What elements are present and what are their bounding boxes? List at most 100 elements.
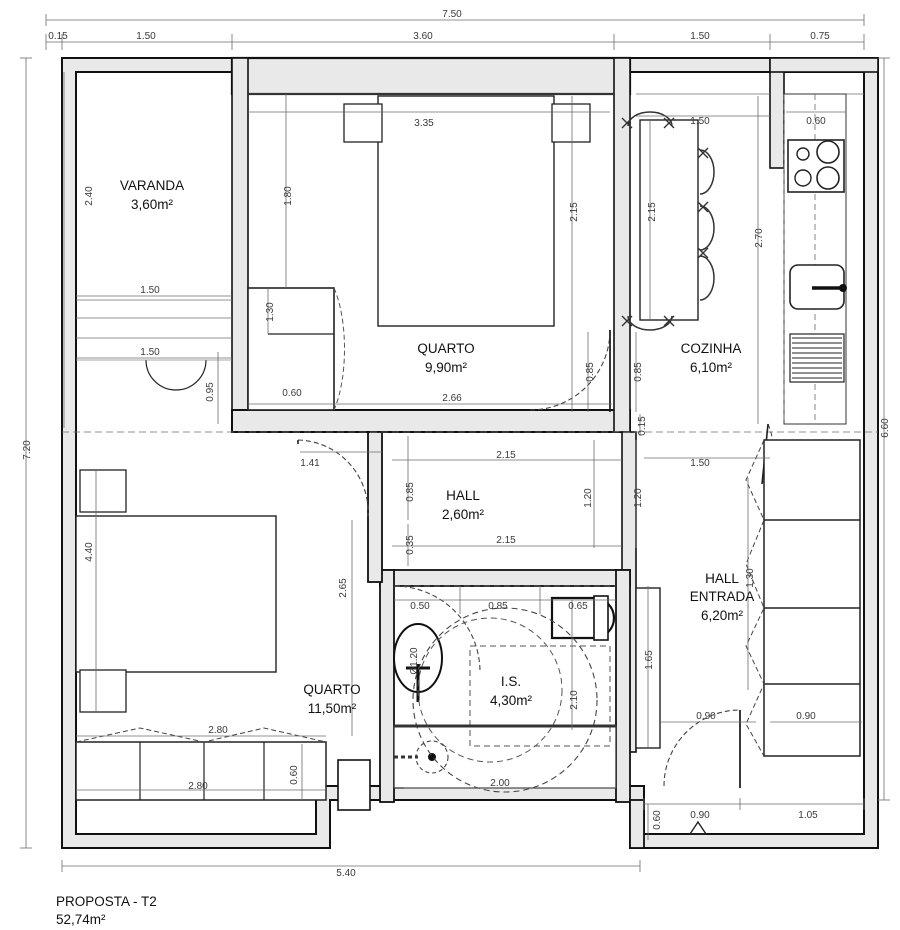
wall-is-right (615, 569, 631, 803)
room-area-hall-entrada: 6,20m² (701, 608, 744, 623)
dim-hall-left-v2: 0.35 (405, 535, 416, 555)
dim-cozinha-depth: 2.70 (754, 228, 765, 248)
varanda-door-swing (145, 359, 207, 391)
dim-varanda-win-top: 1.50 (140, 285, 160, 296)
dim-quarto-closet-h: 0.60 (282, 388, 302, 399)
chair-mark-a (621, 117, 633, 129)
dim-bottom-1: 0.60 (652, 810, 663, 830)
wall-is-top (379, 569, 631, 587)
dim-quarto-left-v: 4.40 (84, 542, 95, 562)
quarto-left-furniture (75, 439, 369, 801)
bed-double (377, 95, 555, 327)
wall-is-left (379, 569, 395, 803)
dim-top-2: 1.50 (136, 31, 156, 42)
chair-mark-c (621, 315, 633, 327)
room-area-quarto-top: 9,90m² (425, 360, 468, 375)
nightstand-left (343, 103, 383, 143)
dim-is-w1: 0.50 (410, 601, 430, 612)
chair-4 (699, 205, 715, 251)
room-area-varanda: 3,60m² (131, 197, 174, 212)
dim-quarto-door: 0.85 (585, 362, 596, 382)
nightstand-left-b (79, 669, 127, 713)
dim-quarto-right-v: 2.15 (569, 202, 580, 222)
varanda-furniture (76, 359, 232, 391)
dim-cozinha-stove: 0.60 (806, 116, 826, 127)
chair-mark-f (697, 201, 709, 213)
quarto-top-door-swing (529, 329, 611, 411)
dim-cozinha-small: 0.15 (637, 416, 648, 436)
chair-5 (699, 255, 715, 301)
dim-entrada-top: 1.50 (690, 458, 710, 469)
chair-3 (699, 149, 715, 195)
dim-varanda-w: 2.40 (84, 186, 95, 206)
dim-overall-top: 7.50 (442, 9, 462, 20)
cozinha-furniture (621, 93, 847, 485)
dim-is-bottom: 2.00 (490, 778, 510, 789)
room-label-varanda: VARANDA (120, 178, 184, 193)
wall-stub-bottom (337, 759, 371, 811)
dim-top-5: 0.75 (810, 31, 830, 42)
room-label-cozinha: COZINHA (681, 341, 742, 356)
dim-varanda-door: 0.95 (205, 382, 216, 402)
wall-cozinha-left (613, 57, 631, 433)
sink-tap (839, 284, 847, 292)
dim-entrada-door: 0.90 (696, 711, 716, 722)
wall-entrance-step (629, 799, 645, 849)
dim-overall-left: 7.20 (22, 440, 33, 460)
triangle-entrance-marker (688, 820, 708, 835)
bed-double-left (75, 515, 277, 673)
entrance-door-swing (663, 709, 741, 787)
dimension-lines (20, 14, 890, 872)
walls-group (61, 56, 879, 849)
dim-overall-right: 6.60 (880, 418, 891, 438)
hall-entrada-furniture (635, 439, 861, 788)
dim-hall-bot: 2.15 (496, 535, 516, 546)
dim-quarto-left-closet-top: 2.80 (208, 725, 228, 736)
chair-mark-e (697, 147, 709, 159)
dimension-labels: 7.50 0.15 1.50 3.60 1.50 0.75 7.20 6.60 … (22, 9, 891, 879)
chair-mark-d (663, 315, 675, 327)
dim-hall-left-v: 0.85 (405, 482, 416, 502)
burner-small-1 (796, 147, 810, 161)
room-label-hall: HALL (446, 488, 480, 503)
dim-cozinha-door: 0.85 (633, 362, 644, 382)
burner-large-2 (816, 166, 840, 190)
toilet-cistern (593, 595, 609, 641)
dim-is-w3: 0.65 (568, 601, 588, 612)
dim-quarto-left-door: 1.41 (300, 458, 320, 469)
dim-hall-right-v2: 1.20 (633, 488, 644, 508)
room-area-hall: 2,60m² (442, 507, 485, 522)
wardrobe-door-fold (75, 727, 327, 743)
wall-cozinha-right (769, 57, 785, 169)
room-label-quarto-left: QUARTO (303, 682, 360, 697)
wardrobe-fold-lines (745, 439, 765, 757)
wall-quarto-left-right (367, 431, 383, 583)
dim-hall-right-v: 1.20 (583, 488, 594, 508)
dim-quarto-left-v: 1.80 (283, 186, 294, 206)
plan-title-line2: 52,74m² (56, 912, 106, 927)
closet-door-swing (333, 287, 345, 411)
room-label-is: I.S. (501, 674, 521, 689)
quarto-top-closet (247, 287, 335, 411)
dim-is-w2: 0.85 (488, 601, 508, 612)
dim-quarto-left-closet-d: 0.60 (289, 765, 300, 785)
quarto-left-door-swing (297, 439, 369, 517)
dim-bottom-3: 1.05 (798, 810, 818, 821)
dim-entrada-closet-v: 1.65 (644, 650, 655, 670)
room-area-is: 4,30m² (490, 693, 533, 708)
wall-right-top (769, 57, 879, 73)
is-door-swing (393, 585, 481, 673)
dim-is-right-v: 2.10 (569, 690, 580, 710)
dim-entrada-wardrobe-v: 1.30 (745, 568, 756, 588)
burner-small-2 (794, 169, 812, 187)
is-furniture (393, 585, 617, 793)
dim-hall-top: 2.15 (496, 450, 516, 461)
cooktop (787, 139, 845, 193)
turning-circle-inner (417, 617, 563, 763)
entrada-wardrobe (763, 439, 861, 757)
wall-varanda-quarto (231, 57, 249, 429)
plan-title-line1: PROPOSTA - T2 (56, 894, 157, 909)
dim-top-1: 0.15 (48, 31, 68, 42)
